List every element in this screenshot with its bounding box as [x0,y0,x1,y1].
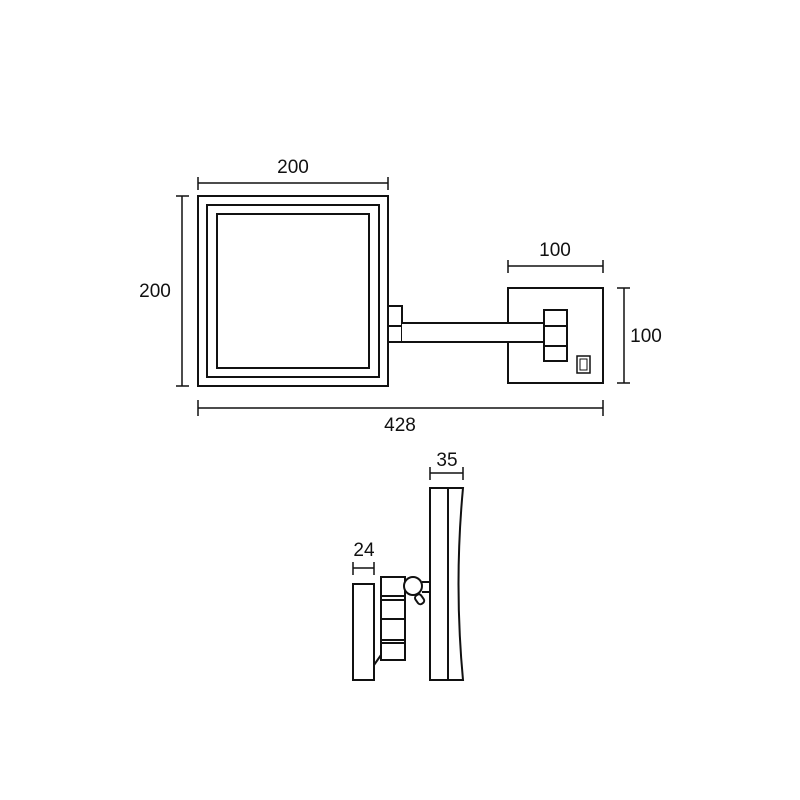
dim-plate-height: 100 [630,326,662,347]
mirror-inner-frame [206,204,380,378]
side-view [352,487,465,681]
hinge-block [543,309,568,362]
dim-total-length: 428 [384,415,416,436]
dim-front-height: 200 [139,281,171,302]
pivot-knob [403,576,423,596]
switch-icon [576,355,591,374]
arm-connector [387,305,403,343]
dim-front-width: 200 [277,157,309,178]
front-view [197,195,604,387]
mirror-glass [216,213,370,369]
mirror-side [429,487,465,681]
mirror-outer-frame [197,195,389,387]
dimension-lines [176,177,630,575]
wall-plate-side [352,583,375,681]
dim-mirror-depth: 35 [436,450,458,471]
dim-plate-depth: 24 [353,540,375,561]
dim-plate-width: 100 [539,240,571,261]
swing-arm [402,323,544,342]
